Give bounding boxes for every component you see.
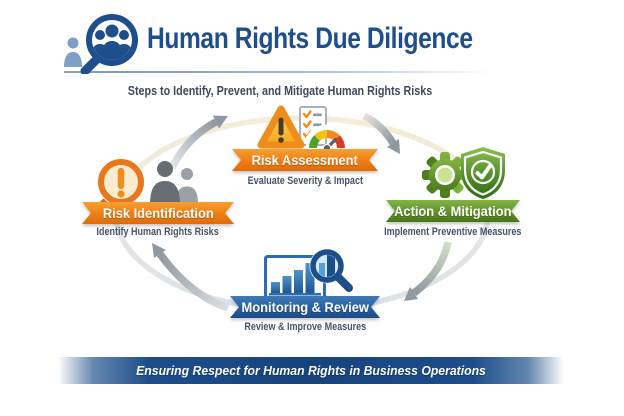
step-banner-risk-identification: Risk Identification (82, 202, 234, 224)
step-sublabel-risk-assessment: Evaluate Severity & Impact (247, 175, 363, 187)
step-label: Risk Identification (102, 205, 214, 221)
arrow-monitoring-to-identification (152, 243, 230, 312)
gear-icon (422, 152, 468, 198)
footer-banner-text: Ensuring Respect for Human Rights in Bus… (136, 363, 486, 378)
step-banner-monitoring-review: Monitoring & Review (230, 296, 380, 318)
title-underline (64, 71, 492, 73)
arrow-assessment-to-action (362, 112, 400, 154)
step-sublabel-action-mitigation: Implement Preventive Measures (384, 226, 522, 238)
warning-triangle-icon (257, 105, 305, 149)
step-label: Action & Mitigation (394, 203, 512, 219)
step-label: Monitoring & Review (241, 299, 369, 315)
step-label: Risk Assessment (251, 152, 359, 168)
magnifier-people-icon (64, 14, 138, 74)
footer-banner: Ensuring Respect for Human Rights in Bus… (58, 357, 564, 384)
risk-gauge-icon (306, 124, 348, 152)
step-banner-risk-assessment: Risk Assessment (232, 149, 378, 171)
step-sublabel-monitoring-review: Review & Improve Measures (244, 321, 366, 333)
shield-check-icon (461, 147, 505, 199)
review-magnifier-icon (309, 248, 353, 292)
page-title: Human Rights Due Diligence (147, 22, 473, 55)
page-subtitle: Steps to Identify, Prevent, and Mitigate… (127, 84, 433, 98)
step-sublabel-risk-identification: Identify Human Rights Risks (96, 226, 220, 238)
arrow-identification-to-assessment (168, 115, 228, 170)
arrow-action-to-monitoring (404, 241, 452, 301)
people-group-icon (150, 161, 198, 204)
step-banner-action-mitigation: Action & Mitigation (386, 200, 520, 222)
